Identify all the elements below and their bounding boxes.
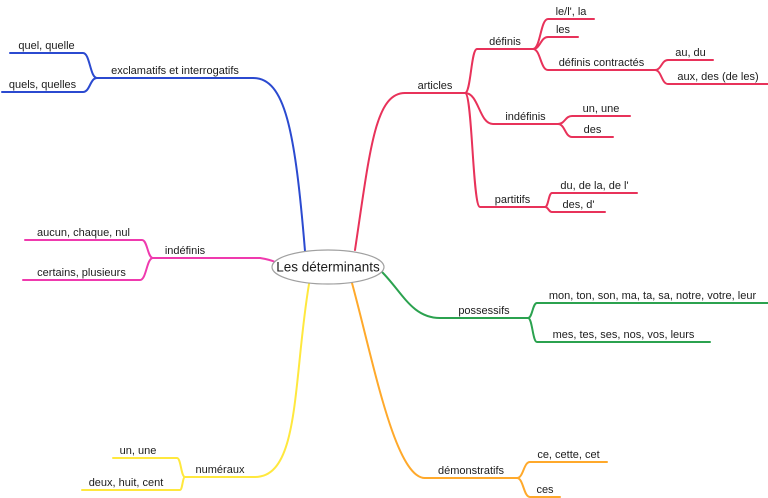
node-label-un-une[interactable]: un, une — [120, 445, 157, 457]
node-label-indefinis[interactable]: indéfinis — [165, 245, 206, 257]
branch-line-des — [557, 123, 614, 138]
node-label-mes-tes-ses-nos-vos-leurs[interactable]: mes, tes, ses, nos, vos, leurs — [553, 329, 695, 341]
node-label-deux-huit-cent[interactable]: deux, huit, cent — [89, 477, 164, 489]
node-label-des-d[interactable]: des, d' — [562, 199, 594, 211]
node-label-des[interactable]: des — [584, 124, 602, 136]
node-label-ces[interactable]: ces — [536, 484, 554, 496]
branch-line-definis-contractes — [532, 48, 656, 71]
branch-line-ce-cette-cet — [516, 461, 608, 479]
node-label-quels-quelles[interactable]: quels, quelles — [9, 79, 77, 91]
branch-line-quels-quelles — [1, 77, 98, 93]
node-label-exclamatifs-et-interrogatifs[interactable]: exclamatifs et interrogatifs — [111, 65, 239, 77]
node-label-au-du[interactable]: au, du — [675, 47, 706, 59]
branch-line-mes-tes-ses-nos-vos-leurs — [527, 317, 711, 343]
node-label-demonstratifs[interactable]: démonstratifs — [438, 465, 505, 477]
center-edge-exclamatifs-et-interrogatifs — [252, 77, 306, 252]
node-label-ce-cette-cet[interactable]: ce, cette, cet — [537, 449, 599, 461]
branch-line-un-une — [557, 115, 631, 125]
node-label-quel-quelle[interactable]: quel, quelle — [18, 40, 74, 52]
branch-line-indefinis — [464, 92, 559, 125]
center-edge-indefinis — [259, 257, 276, 263]
branch-line-quel-quelle — [9, 52, 98, 79]
center-edge-demonstratifs — [351, 282, 426, 479]
node-label-mon-ton-son-ma-ta-sa-notre-votre-leur[interactable]: mon, ton, son, ma, ta, sa, notre, votre,… — [549, 290, 757, 302]
center-edge-numeraux — [254, 283, 310, 478]
branch-line-un-une — [112, 457, 186, 478]
branch-line-definis — [464, 48, 534, 94]
node-label-du-de-la-de-l[interactable]: du, de la, de l' — [560, 180, 628, 192]
node-label-possessifs[interactable]: possessifs — [458, 305, 510, 317]
center-edge-possessifs — [381, 271, 441, 319]
node-label-certains-plusieurs[interactable]: certains, plusieurs — [37, 267, 126, 279]
node-label-partitifs[interactable]: partitifs — [495, 194, 531, 206]
branch-line-deux-huit-cent — [81, 476, 186, 491]
branch-line-mon-ton-son-ma-ta-sa-notre-votre-leur — [527, 302, 768, 319]
node-label-definis-contractes[interactable]: définis contractés — [559, 57, 645, 69]
node-label-articles[interactable]: articles — [418, 80, 453, 92]
center-edge-articles — [354, 92, 406, 251]
branch-line-partitifs — [464, 92, 546, 208]
node-label-un-une[interactable]: un, une — [583, 103, 620, 115]
branch-line-aux-des-de-les — [654, 69, 768, 85]
node-label-definis[interactable]: définis — [489, 36, 521, 48]
branch-line-certains-plusieurs — [22, 257, 154, 281]
branch-line-au-du — [654, 59, 714, 71]
center-node-label[interactable]: Les déterminants — [276, 260, 380, 275]
node-label-aux-des-de-les[interactable]: aux, des (de les) — [677, 71, 758, 83]
center-node[interactable] — [271, 249, 385, 285]
node-label-le-l-la[interactable]: le/l', la — [556, 6, 588, 18]
node-label-indefinis[interactable]: indéfinis — [505, 111, 546, 123]
node-label-aucun-chaque-nul[interactable]: aucun, chaque, nul — [37, 227, 130, 239]
branch-line-ces — [516, 477, 561, 498]
branch-line-des-d — [544, 206, 606, 213]
branch-line-aucun-chaque-nul — [24, 239, 154, 259]
node-label-les[interactable]: les — [556, 24, 571, 36]
node-label-numeraux[interactable]: numéraux — [196, 464, 245, 476]
